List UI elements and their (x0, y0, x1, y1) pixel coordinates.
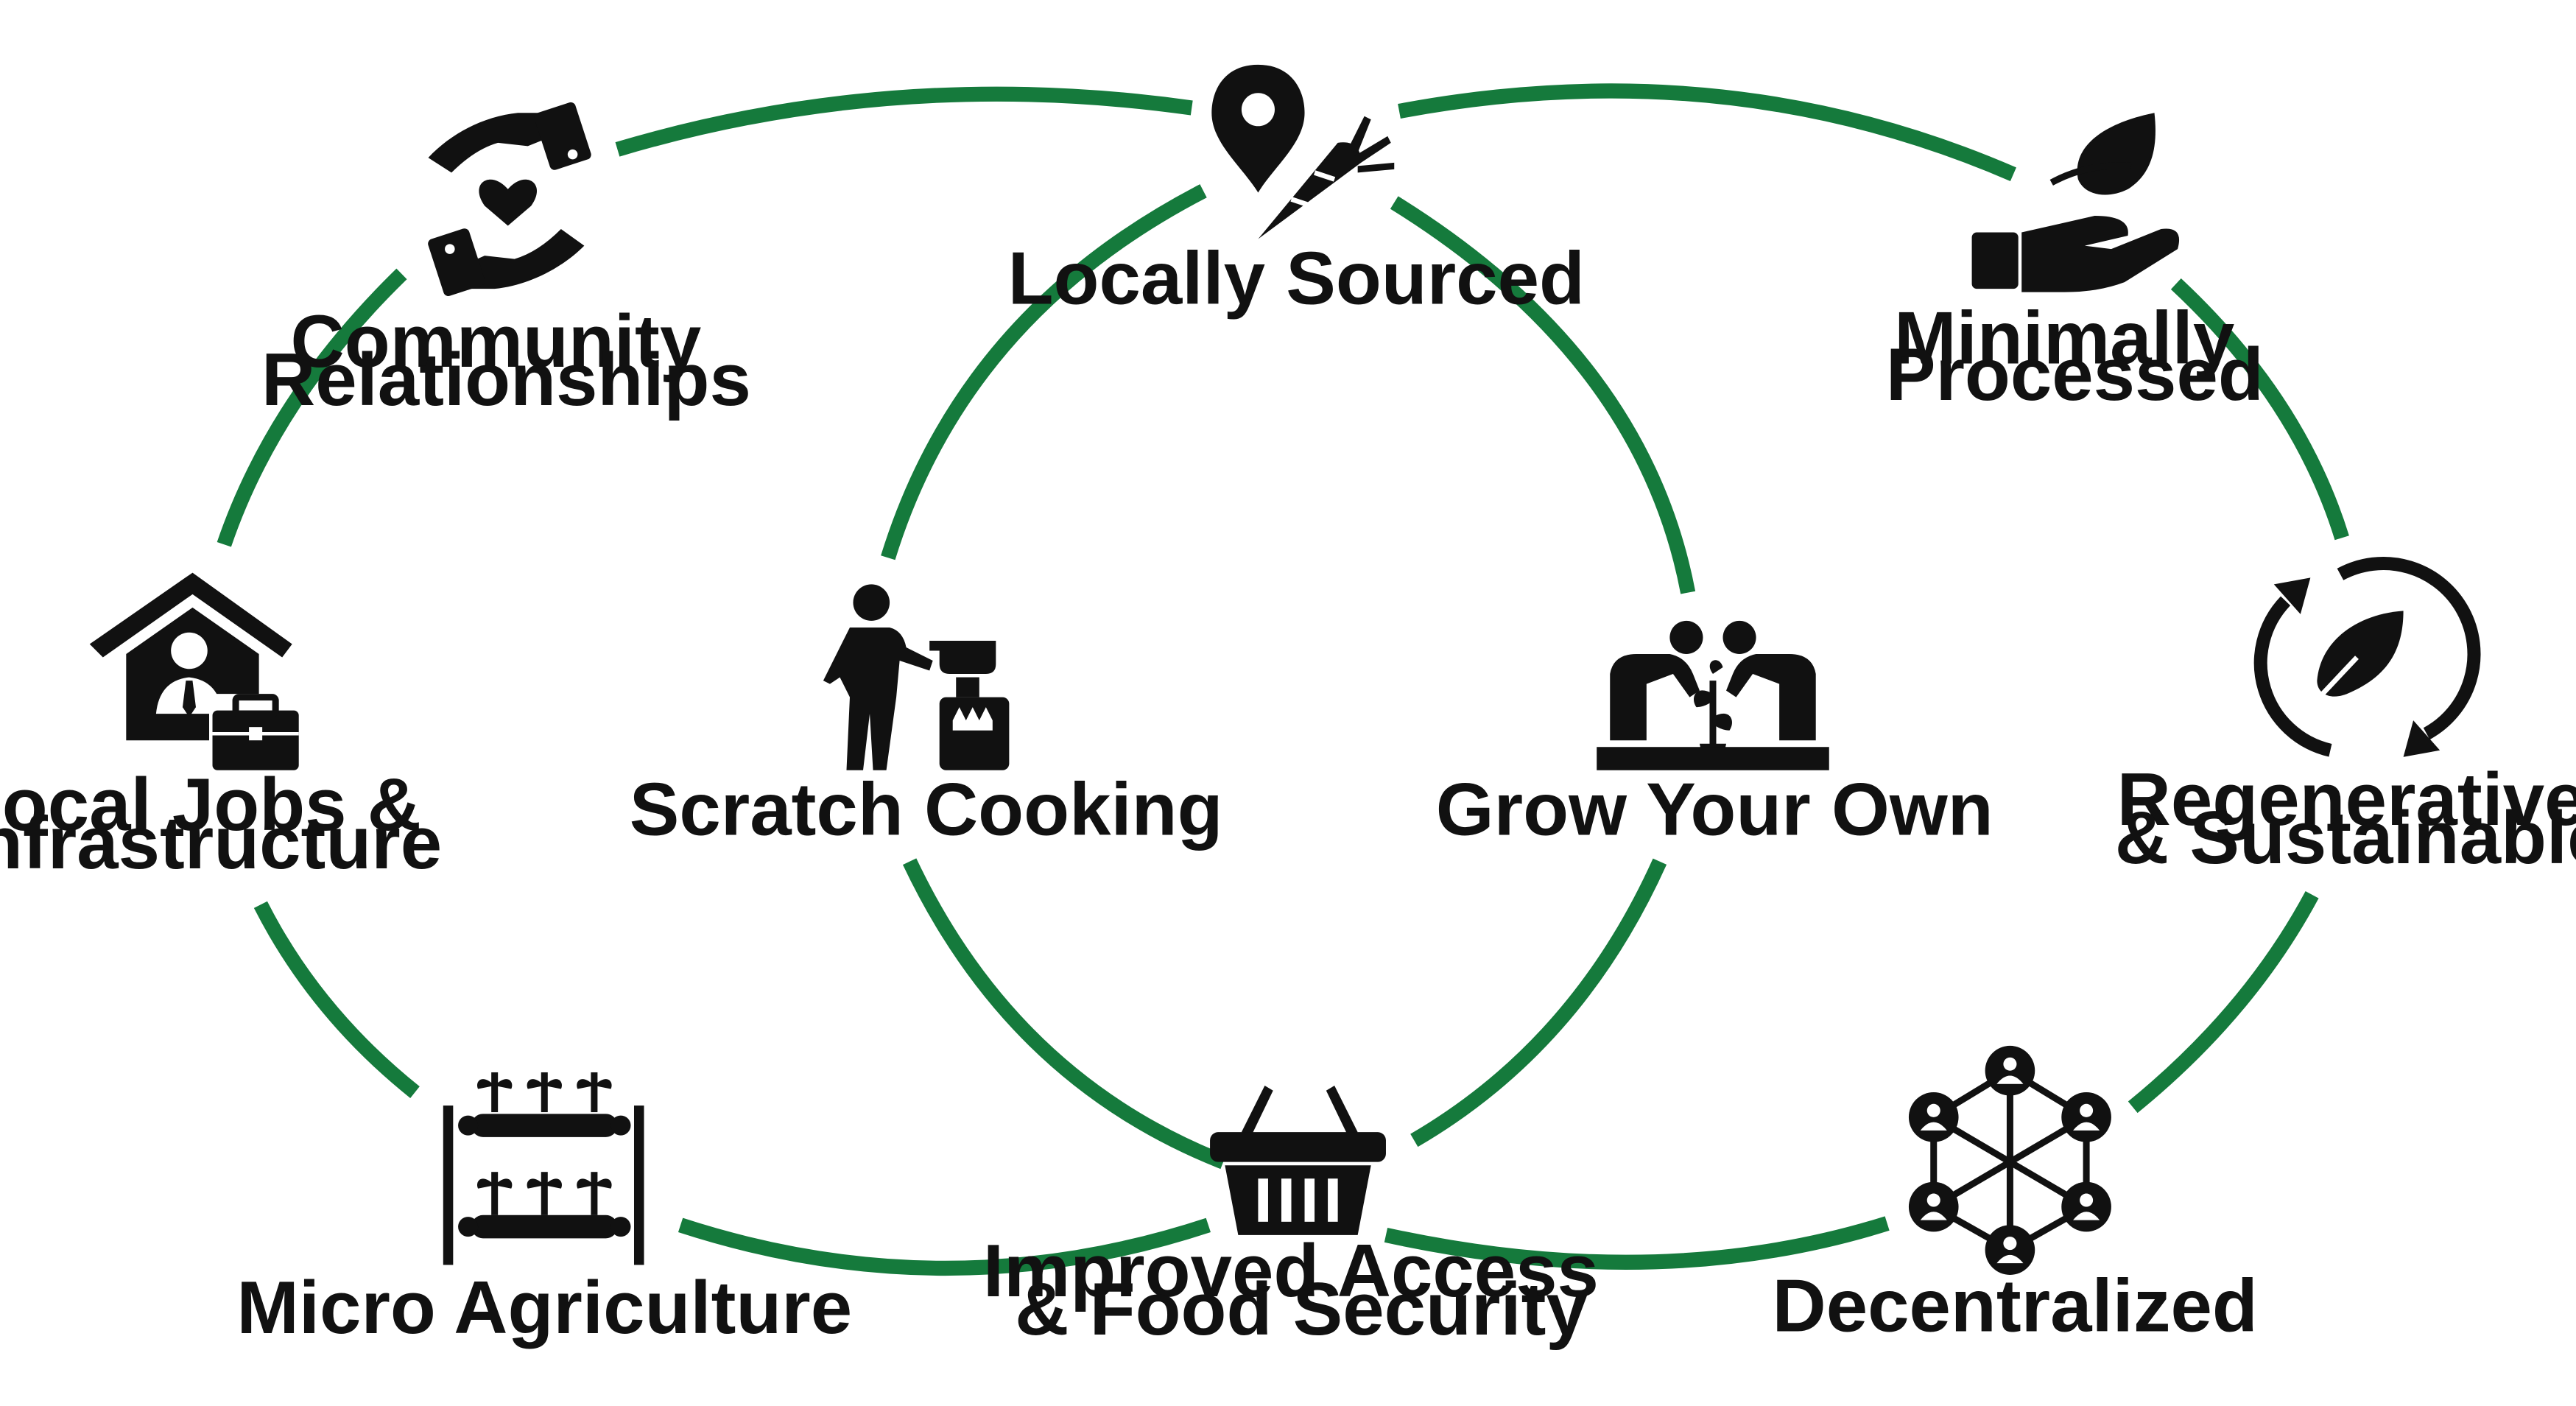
label-decentralized: Decentralized (1772, 1265, 2257, 1348)
right-ring-arc-bottom (1384, 1216, 1890, 1270)
label-regenerative-sustainable: Regenerative & Sustainable (2115, 758, 2576, 879)
label-improved-access: Improved Access & Food Security (983, 1229, 1619, 1351)
seedlings-bottom (476, 1172, 612, 1215)
label-local-jobs-infrastructure: Local Jobs & Infrastructure (0, 763, 442, 885)
left-ring-arc-top (615, 86, 1193, 157)
basket-icon (1210, 1086, 1386, 1235)
label-scratch-cooking: Scratch Cooking (630, 768, 1223, 851)
center-ring-arc-upper-right (1390, 196, 1696, 594)
hands-heart-icon (428, 102, 591, 296)
left-ring-arc-bottom (678, 1217, 1211, 1276)
recycle-leaf-icon (2253, 557, 2481, 757)
left-ring-arc-lower-left (253, 901, 420, 1098)
label-grow-your-own: Grow Your Own (1436, 768, 1993, 851)
network-people-icon (1908, 1045, 2111, 1275)
house-worker-icon (89, 572, 299, 770)
label-community-relationships: Community Relationships (261, 300, 751, 421)
label-micro-agriculture: Micro Agriculture (236, 1266, 852, 1349)
person-cooking-icon (823, 584, 1010, 770)
pin-carrot-icon (1211, 64, 1395, 239)
hand-leaf-icon (1971, 113, 2180, 292)
seedlings-top (476, 1072, 612, 1113)
center-ring-arc-lower-right (1410, 858, 1667, 1147)
right-ring-arc-top (1398, 83, 2016, 181)
labels: Community Relationships Locally Sourced … (0, 236, 2576, 1351)
center-ring-arc-lower-left (902, 858, 1226, 1170)
right-ring-arc-lower-right (2128, 891, 2319, 1114)
right-ring-arc-upper-right (2170, 278, 2349, 541)
label-locally-sourced: Locally Sourced (1008, 236, 1585, 320)
center-ring-arc-upper-left (881, 184, 1207, 560)
green-rings (217, 83, 2349, 1276)
plant-rack-icon (443, 1072, 644, 1265)
left-ring-arc-upper-left (217, 268, 407, 547)
label-minimally-processed: Minimally Processed (1886, 297, 2264, 417)
people-planting-icon (1597, 620, 1829, 770)
